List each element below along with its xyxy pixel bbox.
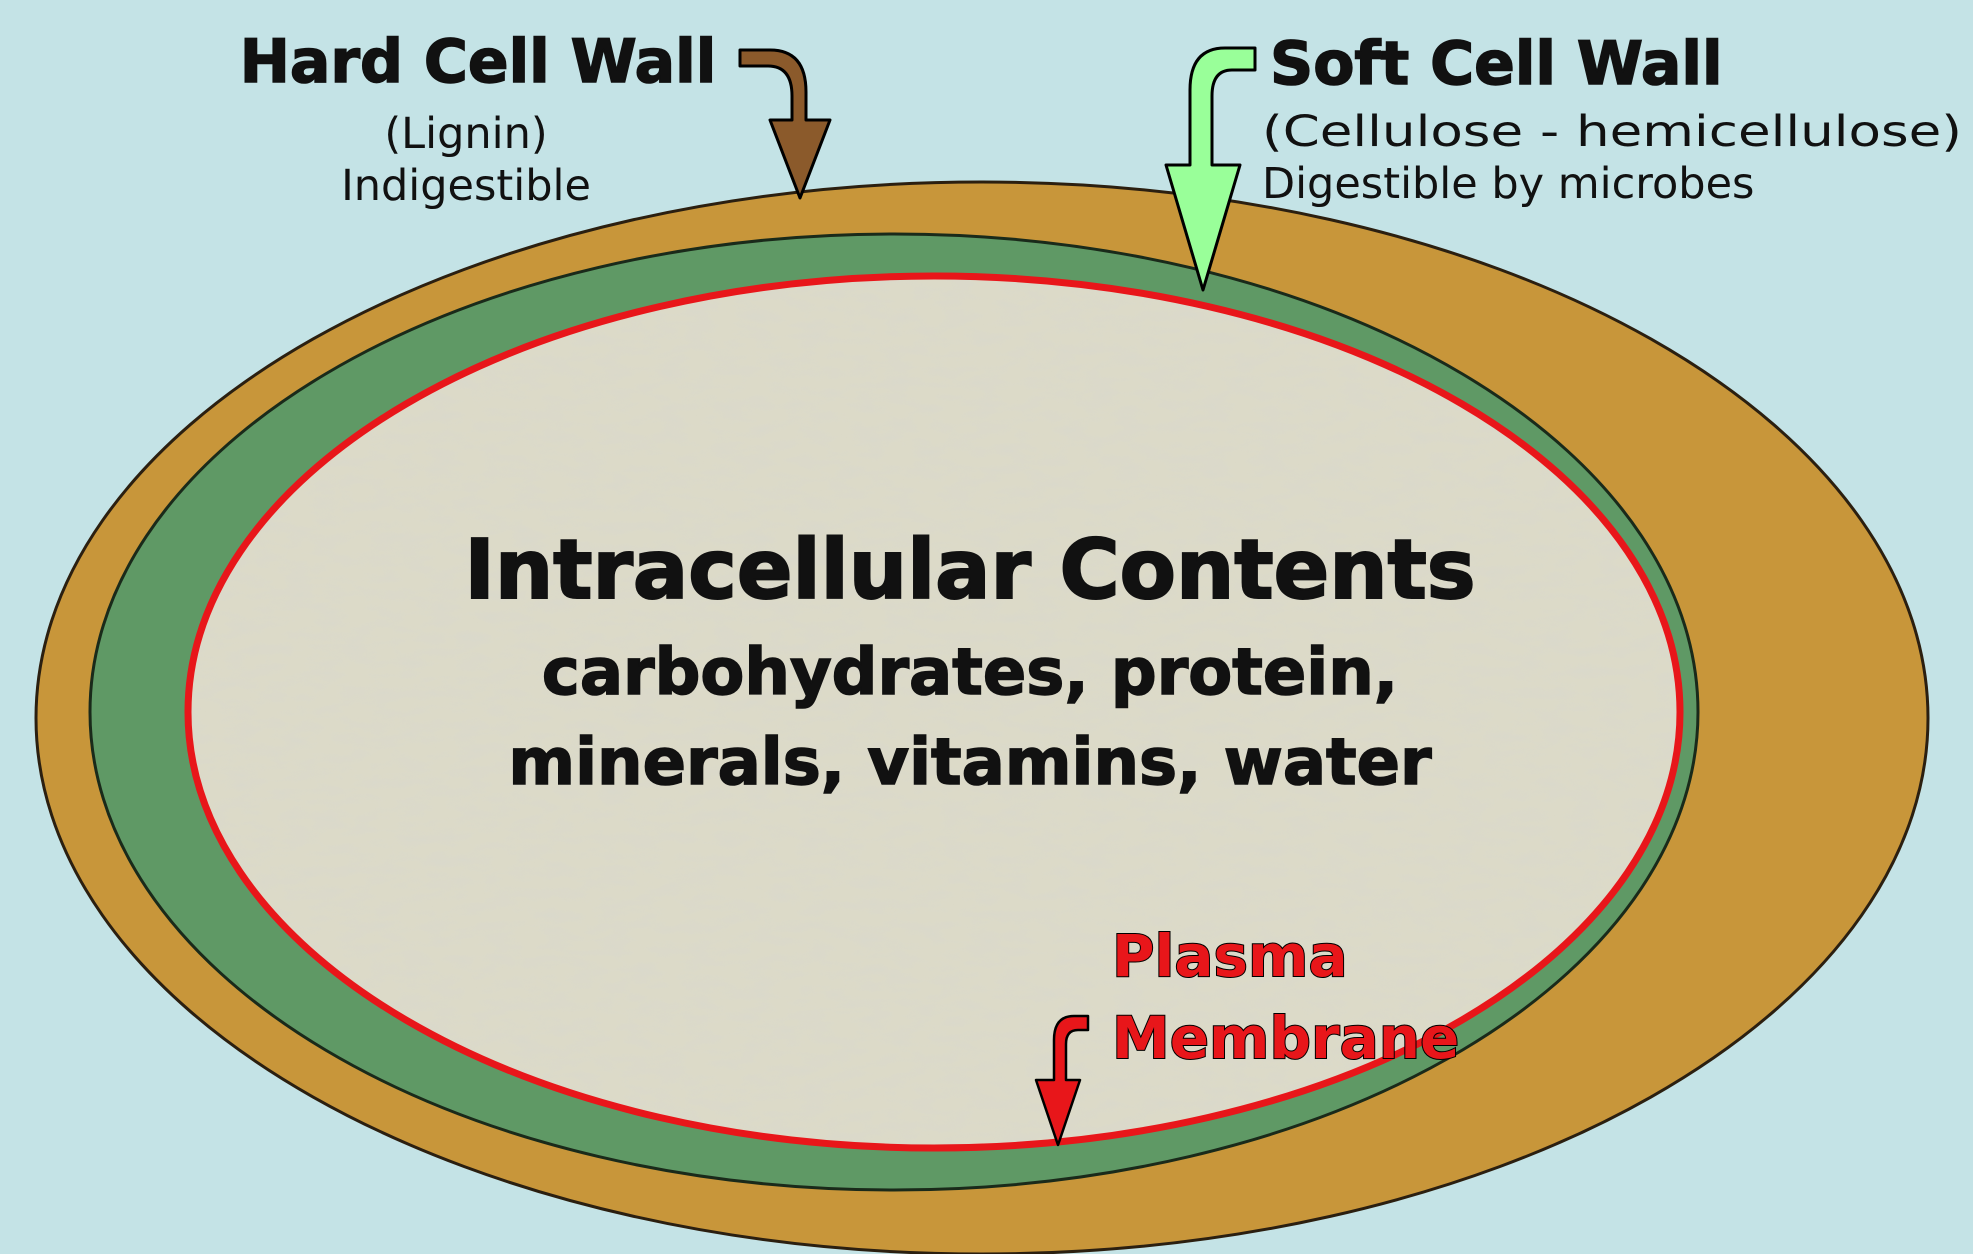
hard-wall-arrow-icon (740, 50, 830, 198)
membrane-label-line-1: Plasma (1112, 922, 1348, 990)
hard-wall-composition: (Lignin) (384, 109, 547, 159)
contents-line-1: carbohydrates, protein, (542, 636, 1398, 710)
membrane-label-line-2: Membrane (1112, 1004, 1459, 1072)
contents-line-2: minerals, vitamins, water (508, 726, 1432, 800)
hard-wall-title: Hard Cell Wall (240, 27, 717, 97)
hard-wall-digestibility: Indigestible (341, 161, 591, 211)
soft-wall-digestibility: Digestible by microbes (1262, 159, 1754, 209)
contents-title: Intracellular Contents (464, 523, 1475, 618)
soft-wall-composition: (Cellulose - hemicellulose) (1262, 107, 1962, 157)
soft-wall-title: Soft Cell Wall (1270, 29, 1723, 99)
